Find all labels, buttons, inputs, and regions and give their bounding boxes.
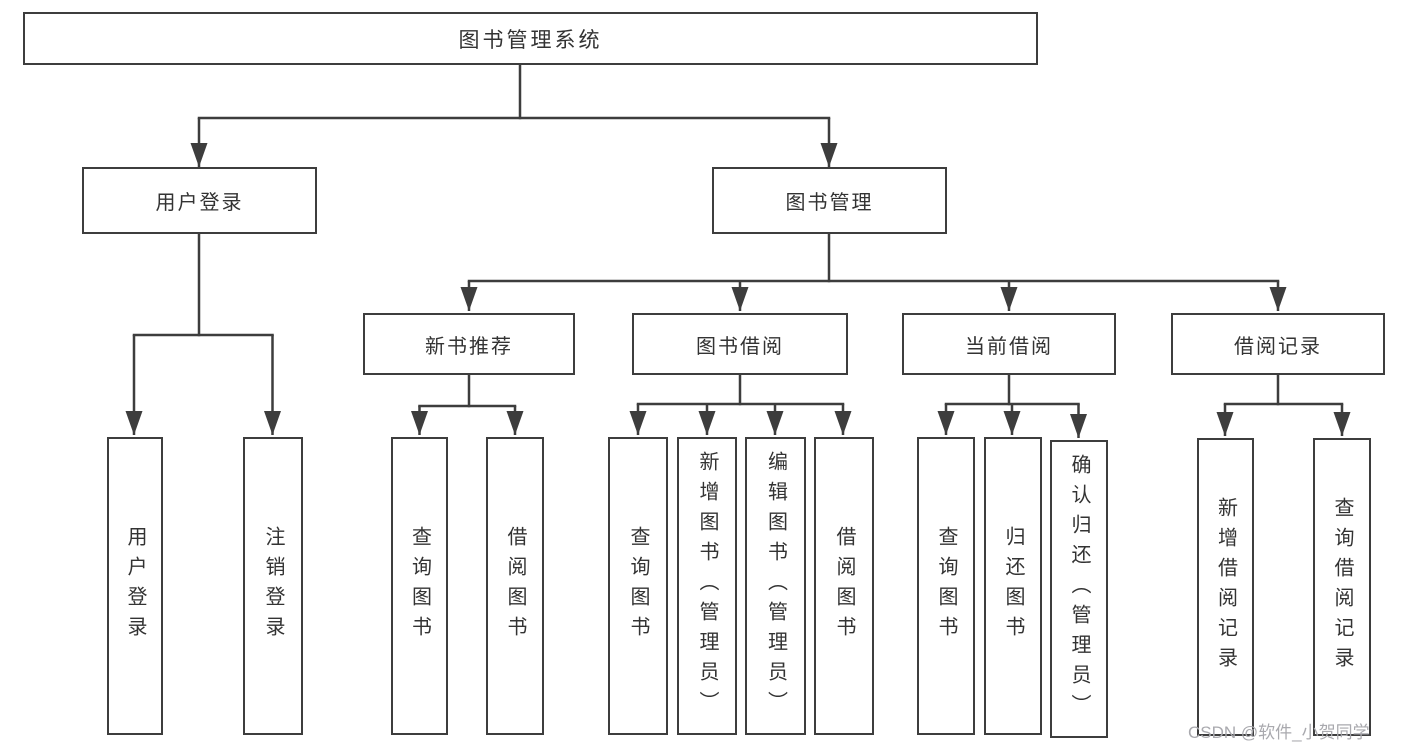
node-label: 图书借阅	[696, 335, 784, 358]
node-label: 用户登录	[124, 526, 146, 646]
leaf-recommend-borrow-books: 借阅图书	[486, 437, 544, 735]
leaf-logout: 注销登录	[243, 437, 303, 735]
node-book-management: 图书管理	[712, 167, 947, 234]
leaf-current-query-books: 查询图书	[917, 437, 975, 735]
leaf-user-login: 用户登录	[107, 437, 163, 735]
node-label: 新书推荐	[425, 335, 513, 358]
leaf-records-add-borrow-record: 新增借阅记录	[1197, 438, 1254, 736]
node-label: 查询图书	[627, 526, 649, 646]
leaf-borrowing-edit-books-admin: 编辑图书（管理员）	[745, 437, 806, 735]
node-library-management-system: 图书管理系统	[23, 12, 1038, 65]
connector-book-borrowing-to-children	[629, 375, 852, 435]
connector-book-management-to-children	[460, 234, 1287, 311]
leaf-borrowing-borrow-books: 借阅图书	[814, 437, 874, 735]
node-book-borrowing: 图书借阅	[632, 313, 848, 375]
connector-current-borrowing-to-children	[937, 375, 1087, 438]
node-label: 查询图书	[408, 526, 431, 646]
node-new-book-recommend: 新书推荐	[363, 313, 575, 375]
node-label: 图书管理系统	[458, 28, 603, 52]
node-label: 用户登录	[155, 192, 244, 214]
node-label: 查询图书	[935, 526, 957, 646]
node-label: 确认归还（管理员）	[1068, 454, 1090, 724]
node-label: 注销登录	[262, 526, 284, 646]
node-label: 借阅图书	[504, 526, 526, 646]
node-label: 查询借阅记录	[1331, 497, 1353, 677]
leaf-borrowing-query-books: 查询图书	[608, 437, 668, 735]
leaf-current-confirm-return-admin: 确认归还（管理员）	[1050, 440, 1108, 738]
connector-user-login-to-children	[125, 234, 281, 435]
node-label: 新增图书（管理员）	[696, 451, 718, 721]
node-label: 归还图书	[1002, 526, 1024, 646]
leaf-current-return-books: 归还图书	[984, 437, 1042, 735]
connector-new-book-recommend-to-children	[411, 375, 524, 435]
leaf-records-query-borrow-record: 查询借阅记录	[1313, 438, 1371, 736]
node-label: 借阅记录	[1234, 335, 1322, 358]
node-label: 图书管理	[785, 192, 874, 214]
leaf-borrowing-add-books-admin: 新增图书（管理员）	[677, 437, 737, 735]
connector-borrowing-records-to-children	[1216, 375, 1351, 436]
node-label: 当前借阅	[965, 335, 1053, 358]
node-user-login: 用户登录	[82, 167, 317, 234]
connector-root-to-level2	[190, 65, 838, 167]
node-borrowing-records: 借阅记录	[1171, 313, 1385, 375]
node-current-borrowing: 当前借阅	[902, 313, 1116, 375]
node-label: 新增借阅记录	[1214, 497, 1237, 677]
node-label: 编辑图书（管理员）	[764, 451, 787, 721]
watermark: CSDN @软件_小贺同学	[1188, 723, 1370, 742]
node-label: 借阅图书	[833, 526, 855, 646]
leaf-recommend-query-books: 查询图书	[391, 437, 448, 735]
